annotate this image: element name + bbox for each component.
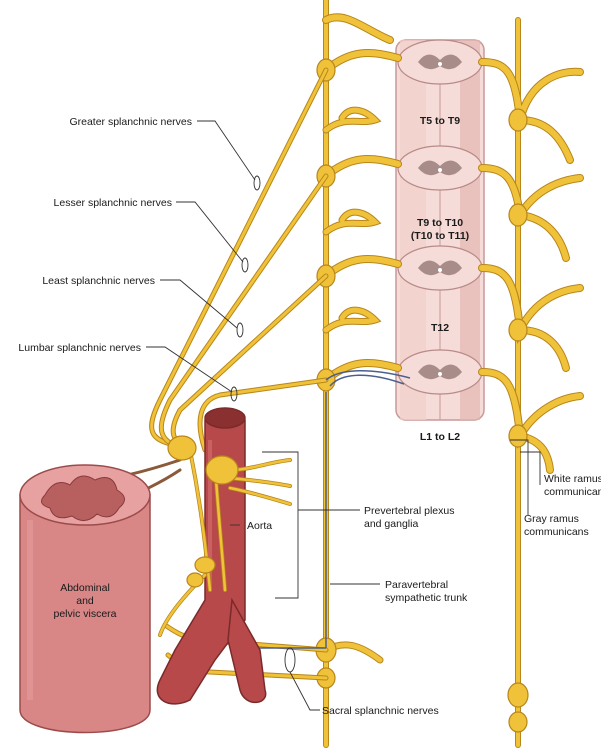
- label-segment-l1-l2: L1 to L2: [420, 431, 460, 443]
- labels: Greater splanchnic nerves Lesser splanch…: [18, 115, 601, 717]
- label-lesser-splanchnic: Lesser splanchnic nerves: [54, 197, 172, 209]
- label-sacral-splanchnic: Sacral splanchnic nerves: [322, 705, 439, 717]
- abdominal-viscera: [19, 464, 151, 734]
- label-gray-ramus-line1: Gray ramus: [524, 513, 579, 525]
- label-viscera-line1: Abdominal: [60, 582, 110, 594]
- right-chain-ganglia: [507, 108, 529, 733]
- label-segment-t12: T12: [431, 322, 449, 334]
- cord-section-4: [397, 349, 483, 395]
- label-viscera-line3: pelvic viscera: [53, 608, 116, 620]
- label-viscera-line2: and: [76, 595, 94, 607]
- cord-section-3: [397, 245, 483, 291]
- label-gray-ramus-line2: communicans: [524, 526, 589, 538]
- label-segment-t5-t9: T5 to T9: [420, 115, 460, 127]
- prevertebral-ganglion-nodes: [167, 435, 239, 588]
- spinal-cord: [395, 39, 485, 421]
- label-segment-t10-t11: (T10 to T11): [411, 230, 469, 242]
- label-lumbar-splanchnic: Lumbar splanchnic nerves: [18, 342, 141, 354]
- cord-section-1: [397, 39, 483, 85]
- label-paravertebral-line2: sympathetic trunk: [385, 592, 468, 604]
- preganglionic-fibers: [240, 370, 411, 649]
- leader-lines: [146, 120, 541, 711]
- label-least-splanchnic: Least splanchnic nerves: [42, 275, 155, 287]
- label-white-ramus-line1: White ramus: [544, 473, 601, 485]
- label-paravertebral-line1: Paravertebral: [385, 579, 448, 591]
- label-segment-t9-t10: T9 to T10: [417, 217, 463, 229]
- label-prevertebral-line2: and ganglia: [364, 518, 418, 530]
- label-greater-splanchnic: Greater splanchnic nerves: [69, 116, 192, 128]
- cord-section-2: [397, 145, 483, 191]
- right-sympathetic-trunk: [478, 17, 584, 748]
- label-aorta: Aorta: [247, 520, 272, 532]
- label-white-ramus-line2: communicans: [544, 486, 601, 498]
- label-prevertebral-line1: Prevertebral plexus: [364, 505, 454, 517]
